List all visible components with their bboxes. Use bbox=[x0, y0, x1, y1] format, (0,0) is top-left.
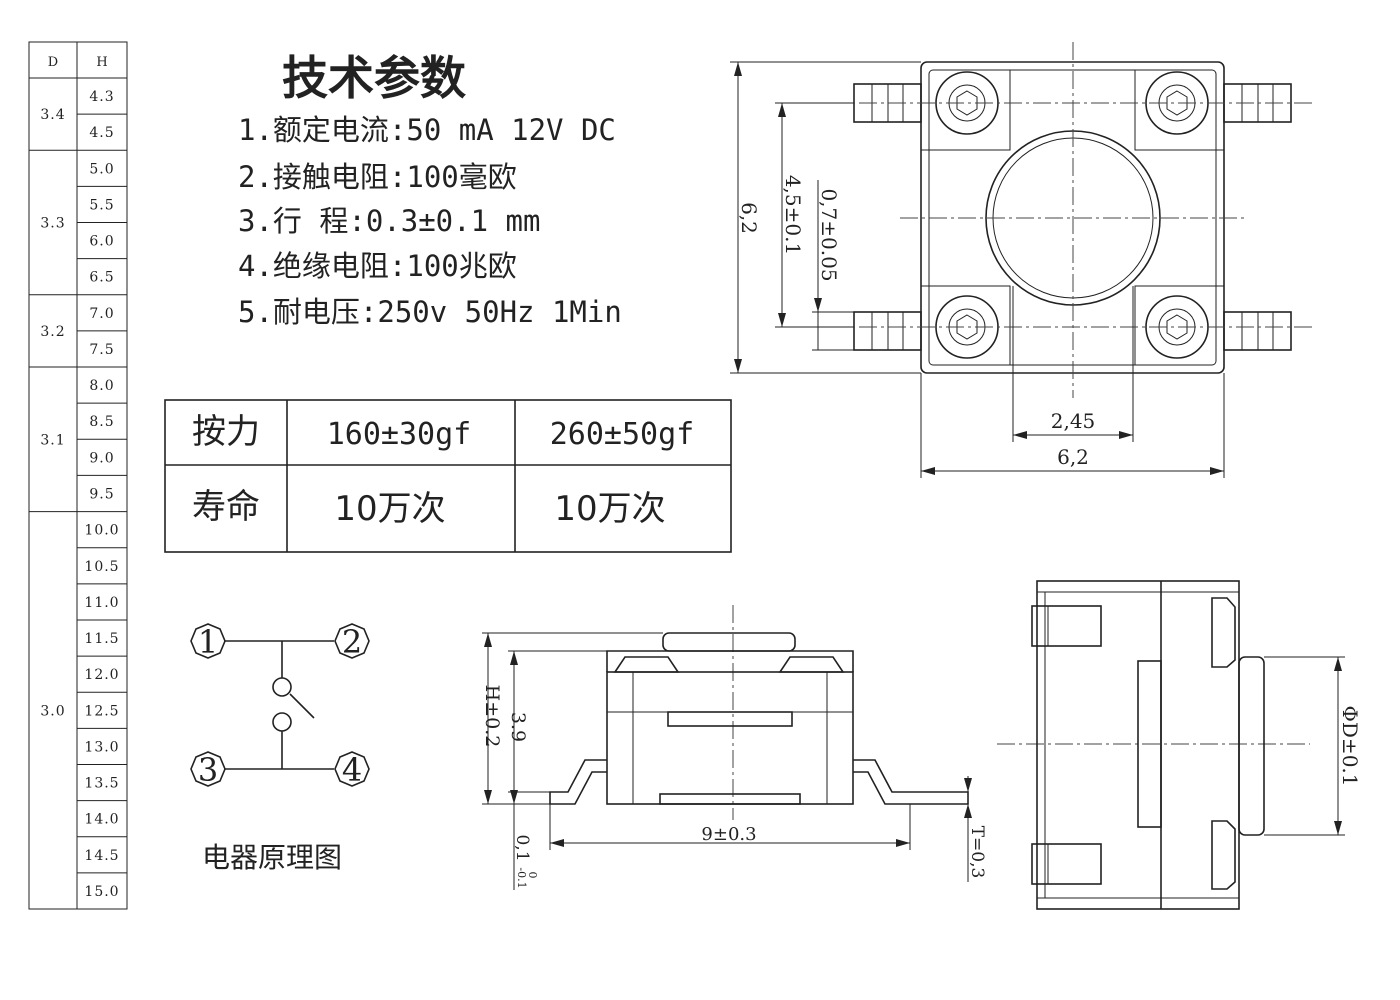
life-row-label: 寿命 bbox=[192, 487, 260, 527]
dh-d-value: 3.0 bbox=[40, 703, 65, 719]
side-d-dim: ΦD±0.1 bbox=[1338, 706, 1362, 787]
pin-2-marker bbox=[334, 623, 370, 659]
lead-bottom-right bbox=[1223, 311, 1292, 351]
dh-h-value: 12.5 bbox=[84, 703, 119, 719]
dh-h-value: 8.0 bbox=[89, 378, 114, 394]
dh-h-value: 13.0 bbox=[84, 739, 119, 755]
top-pitch-dim: 4,5±0.1 bbox=[781, 175, 805, 255]
life-value-2: 10万次 bbox=[554, 489, 665, 529]
dh-h-value: 9.0 bbox=[89, 450, 114, 466]
top-center-dim: 2,45 bbox=[1051, 409, 1096, 433]
pin-3-marker bbox=[190, 751, 226, 787]
top-height-dim: 6,2 bbox=[737, 202, 761, 234]
dh-h-value: 13.5 bbox=[84, 776, 119, 792]
dh-h-value: 7.5 bbox=[89, 342, 114, 358]
side-view: ΦD±0.1 bbox=[997, 580, 1362, 910]
dh-h-value: 12.0 bbox=[84, 667, 119, 683]
schematic-diagram: 1 2 3 4 电器原理图 bbox=[190, 623, 370, 874]
spec-item-1: 1.额定电流:50 mA 12V DC bbox=[238, 113, 616, 147]
force-table: 按力 160±30gf 260±50gf 寿命 10万次 10万次 bbox=[164, 399, 732, 553]
dh-h-value: 14.5 bbox=[84, 848, 119, 864]
pin-3-label: 3 bbox=[198, 751, 218, 789]
pin-1-label: 1 bbox=[198, 623, 218, 661]
dh-d-value: 3.1 bbox=[40, 432, 65, 448]
dh-h-value: 5.0 bbox=[89, 161, 114, 177]
force-row-label: 按力 bbox=[192, 412, 260, 452]
front-standoff-tol-lower: -0.1 bbox=[515, 867, 528, 888]
dh-d-value: 3.3 bbox=[40, 216, 65, 232]
dh-h-value: 11.0 bbox=[84, 595, 119, 611]
dh-header-d: D bbox=[48, 55, 58, 70]
spec-item-2: 2.接触电阻:100毫欧 bbox=[238, 160, 517, 194]
dh-h-value: 11.5 bbox=[84, 631, 119, 647]
front-h-dim: H±0.2 bbox=[481, 685, 503, 748]
front-standoff-dim: 0,1 bbox=[512, 834, 532, 861]
dh-d-value: 3.4 bbox=[40, 107, 65, 123]
spec-item-5: 5.耐电压:250v 50Hz 1Min bbox=[238, 295, 622, 329]
schematic-caption: 电器原理图 bbox=[202, 841, 342, 874]
dh-h-value: 4.3 bbox=[89, 89, 114, 105]
front-length-dim: 9±0.3 bbox=[701, 824, 756, 845]
top-lead-dim: 0,7±0.05 bbox=[817, 188, 841, 281]
dh-h-value: 14.0 bbox=[84, 812, 119, 828]
spec-item-4: 4.绝缘电阻:100兆欧 bbox=[238, 249, 517, 283]
dh-h-value: 6.5 bbox=[89, 270, 114, 286]
dh-h-value: 5.5 bbox=[89, 197, 114, 213]
pin-1-marker bbox=[190, 623, 226, 659]
dh-header-h: H bbox=[96, 55, 107, 70]
front-t-dim: T=0,3 bbox=[967, 826, 987, 879]
front-view: H±0.2 3.9 0,1 0 -0.1 9±0.3 T=0,3 bbox=[481, 605, 987, 890]
lead-bottom-left bbox=[853, 311, 922, 351]
spec-item-3: 3.行 程:0.3±0.1 mm bbox=[238, 204, 540, 238]
dh-h-value: 8.5 bbox=[89, 414, 114, 430]
dh-h-value: 9.5 bbox=[89, 487, 114, 503]
dh-h-value: 7.0 bbox=[89, 306, 114, 322]
dh-h-value: 10.0 bbox=[84, 523, 119, 539]
dh-table: D H 4.3 4.5 3.4 5.0 5.5 6.0 6.5 3.3 7.0 7.5 3.2 8.0 8.… bbox=[28, 41, 128, 910]
force-value-2: 260±50gf bbox=[550, 417, 695, 452]
dh-h-value: 10.5 bbox=[84, 559, 119, 575]
dh-d-value: 3.2 bbox=[40, 324, 65, 340]
pin-4-marker bbox=[334, 751, 370, 787]
front-body-dim: 3.9 bbox=[507, 712, 529, 742]
pin-4-label: 4 bbox=[342, 751, 362, 789]
dh-h-value: 4.5 bbox=[89, 125, 114, 141]
top-view: 6,2 4,5±0.1 0,7±0.05 2,45 6,2 bbox=[730, 42, 1315, 478]
force-value-1: 160±30gf bbox=[327, 417, 472, 452]
dh-h-value: 6.0 bbox=[89, 234, 114, 250]
life-value-1: 10万次 bbox=[334, 489, 445, 529]
pin-2-label: 2 bbox=[342, 623, 362, 661]
front-standoff-tol-upper: 0 bbox=[526, 872, 539, 879]
spec-list: 1.额定电流:50 mA 12V DC 2.接触电阻:100毫欧 3.行 程:0.3… bbox=[238, 113, 622, 329]
dh-h-value: 15.0 bbox=[84, 884, 119, 900]
specs-title: 技术参数 bbox=[282, 51, 466, 105]
top-width-dim: 6,2 bbox=[1057, 445, 1089, 469]
